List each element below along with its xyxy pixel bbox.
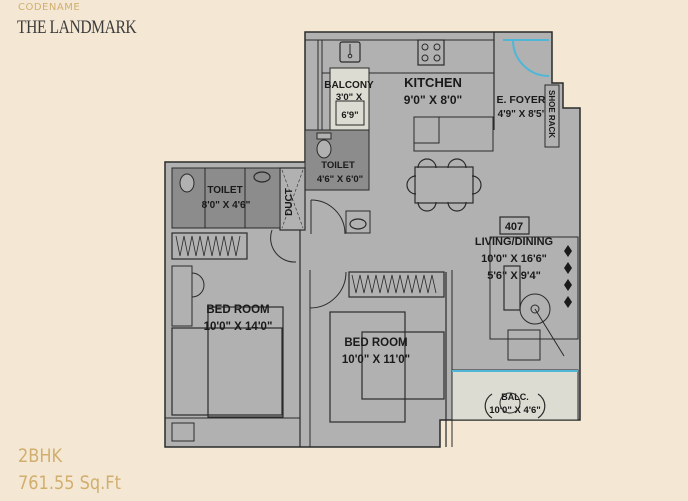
living-size-1: 10'0" X 16'6" xyxy=(481,253,547,265)
plant-icon xyxy=(564,245,572,308)
foyer-label: E. FOYER xyxy=(496,94,545,106)
wc-icon xyxy=(179,173,195,193)
bedroom-2-size: 10'0" X 11'0" xyxy=(342,354,410,366)
shoe-rack-label: SHOE RACK xyxy=(547,90,556,138)
svg-text:6'9": 6'9" xyxy=(341,110,358,121)
bedroom-1-size: 10'0" X 14'0" xyxy=(204,321,273,333)
brand-kicker: CODENAME xyxy=(18,2,81,13)
bedroom-1-label: BED ROOM xyxy=(206,304,269,316)
balcony-label: BALC. xyxy=(501,392,529,402)
balcony-size: 10'0" X 4'6" xyxy=(489,405,541,416)
bedroom-2-label: BED ROOM xyxy=(344,337,407,349)
foyer-size: 4'9" X 8'5" xyxy=(498,109,547,120)
footprint xyxy=(164,31,581,448)
kitchen-label: KITCHEN xyxy=(404,75,462,90)
balcony-utility-label: BALCONY xyxy=(324,80,374,91)
unit-number: 407 xyxy=(505,221,523,233)
kitchen-size: 9'0" X 8'0" xyxy=(404,93,462,107)
toilet-2-label: TOILET xyxy=(321,160,355,171)
living-label: LIVING/DINING xyxy=(475,236,553,248)
toilet-1-size: 8'0" X 4'6" xyxy=(202,200,251,211)
living-size-2: 5'6" X 9'4" xyxy=(487,270,541,282)
duct-label: DUCT xyxy=(284,188,295,216)
unit-type: 2BHK xyxy=(18,445,63,467)
cooktop-icon xyxy=(417,39,445,66)
project-title: THE LANDMARK xyxy=(17,17,137,38)
kitchen-sink-icon xyxy=(339,41,361,63)
toilet-2-size: 4'6" X 6'0" xyxy=(317,174,363,185)
unit-area: 761.55 Sq.Ft xyxy=(18,472,121,494)
wc-icon xyxy=(316,132,332,159)
svg-text:3'0" X: 3'0" X xyxy=(336,92,363,103)
toilet-1-label: TOILET xyxy=(207,185,242,196)
dining-table-icon xyxy=(406,158,482,212)
